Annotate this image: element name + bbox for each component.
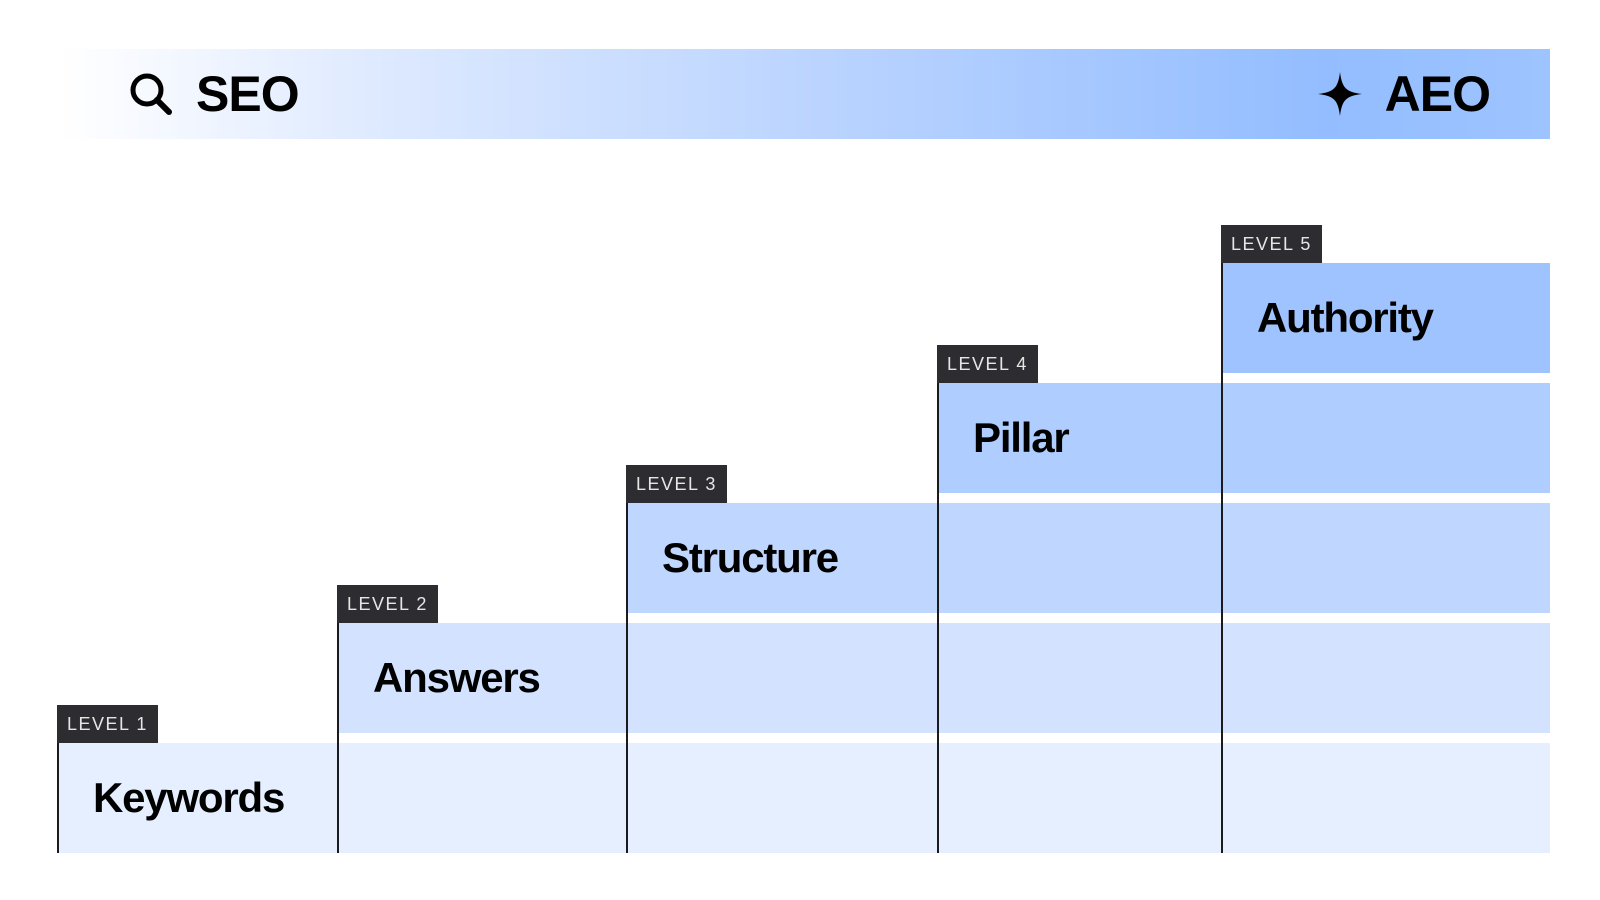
level-divider-3 — [626, 465, 628, 853]
level-tag-2: LEVEL 2 — [337, 585, 438, 623]
level-divider-4 — [937, 345, 939, 853]
aeo-label: AEO — [1384, 66, 1491, 122]
seo-aeo-banner: SEO AEO — [60, 49, 1550, 139]
level-label-1: Keywords — [93, 774, 285, 821]
sparkle-icon — [1317, 71, 1363, 117]
level-label-2: Answers — [373, 654, 541, 701]
level-tag-3: LEVEL 3 — [626, 465, 727, 503]
level-band-3 — [627, 503, 1550, 613]
aeo-side: AEO — [1317, 49, 1491, 139]
level-label-3: Structure — [662, 534, 839, 581]
level-band-5 — [1222, 263, 1550, 373]
level-tag-4: LEVEL 4 — [937, 345, 1038, 383]
level-tag-5: LEVEL 5 — [1221, 225, 1322, 263]
level-divider-2 — [337, 585, 339, 853]
level-band-2 — [338, 623, 1550, 733]
level-band-1 — [58, 743, 1550, 853]
search-icon — [128, 71, 174, 117]
seo-label: SEO — [196, 66, 300, 122]
level-band-4 — [938, 383, 1550, 493]
level-label-5: Authority — [1257, 294, 1434, 341]
level-tag-1: LEVEL 1 — [57, 705, 158, 743]
level-divider-5 — [1221, 225, 1223, 853]
level-divider-1 — [57, 705, 59, 853]
level-label-4: Pillar — [973, 414, 1070, 461]
seo-side: SEO — [128, 49, 300, 139]
